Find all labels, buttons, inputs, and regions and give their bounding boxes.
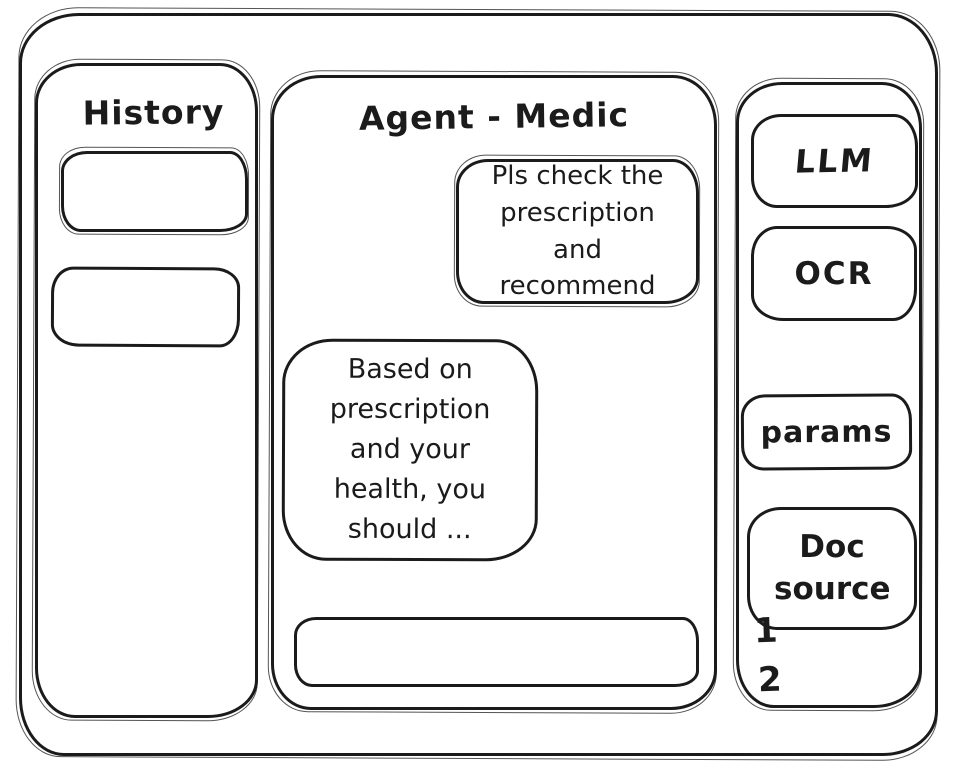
assistant-message-bubble: Based on prescription and your health, y… [281,338,539,562]
chat-title: Agent - Medic [358,95,630,138]
app-window-frame: History Agent - Medic Pls check the pres… [19,13,938,756]
annotation-1: 1 [753,610,779,652]
history-item[interactable] [50,266,241,348]
history-title: History [82,92,225,133]
params-button[interactable]: params [740,393,913,471]
llm-button-label: LLM [793,141,876,181]
history-item[interactable] [61,151,248,232]
assistant-message-text: Based on prescription and your health, y… [329,353,491,546]
chat-panel: Agent - Medic Pls check the prescription… [271,75,717,710]
doc-source-button-label: Doc source [774,528,891,607]
annotation-2: 2 [757,659,783,701]
params-button-label: params [760,414,893,450]
user-message-text: Pls check the prescription and recommend [491,160,664,302]
llm-button[interactable]: LLM [751,114,918,208]
ocr-button-label: OCR [794,255,874,292]
user-message-bubble: Pls check the prescription and recommend [456,159,699,304]
chat-input[interactable] [294,617,699,687]
history-panel: History [35,63,258,718]
ocr-button[interactable]: OCR [751,226,917,321]
tools-panel: LLM OCR params Doc source 1 2 [736,82,922,708]
